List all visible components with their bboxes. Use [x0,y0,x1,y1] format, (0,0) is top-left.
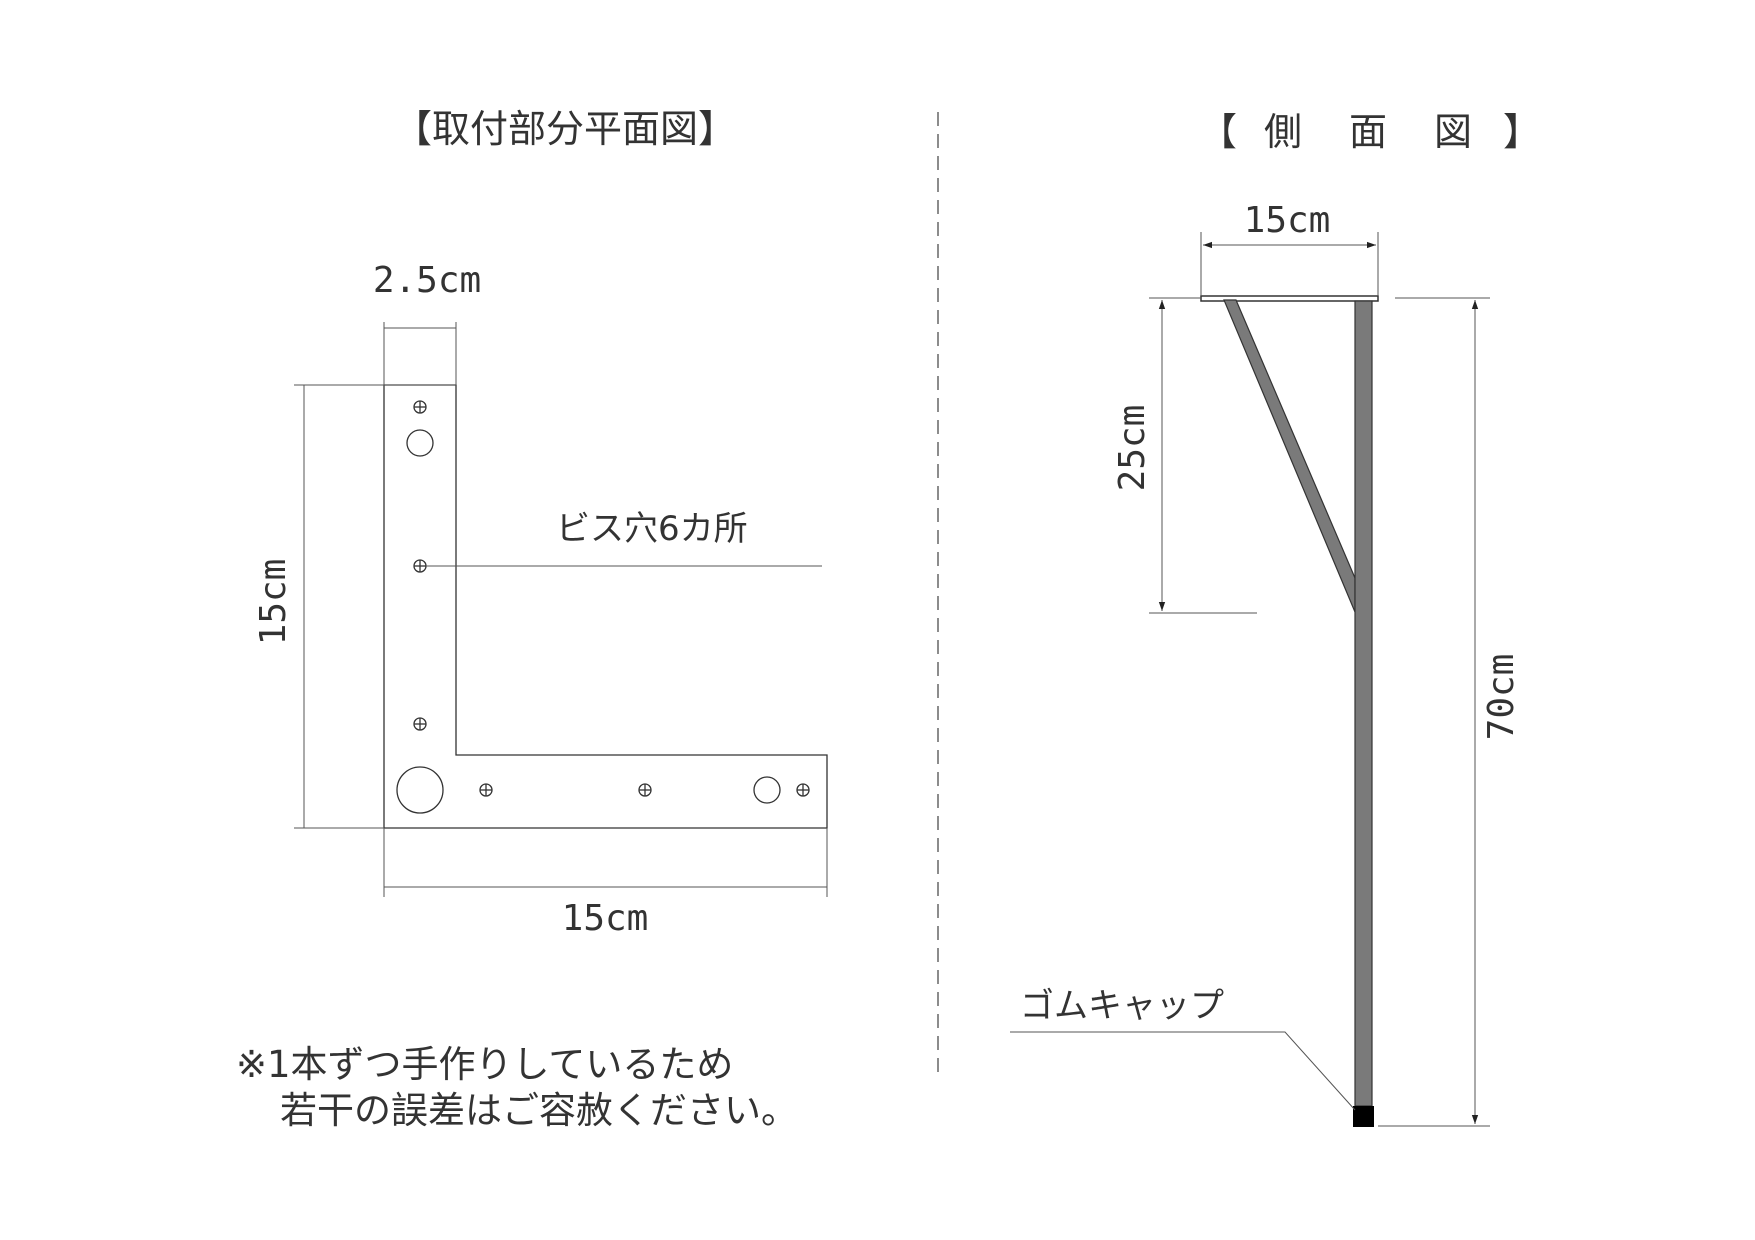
side-view-title-open: 【 [1199,110,1237,154]
height-dim-label: 15cm [253,559,294,646]
handmade-note: ※1本ずつ手作りしているため 若干の誤差はご容赦ください。 [236,1043,798,1132]
hole-large [406,429,434,457]
note-line-1: ※1本ずつ手作りしているため [236,1043,733,1086]
side-view-title-char: 面 [1349,110,1387,154]
screw-hole-icon [413,400,427,414]
screw-hole-icon [413,559,427,573]
brace-dim-label: 25cm [1112,405,1153,492]
side-view: 【 側 面 図 】 15cm 25cm 70cm ゴムキャップ [1010,110,1541,1127]
screw-hole-icon [796,783,810,797]
total-dim-label: 70cm [1481,654,1522,741]
screw-hole-icon [638,783,652,797]
diagonal-brace [1223,299,1356,613]
rubber-cap [1353,1106,1374,1127]
hole-large [753,776,781,804]
screw-label: ビス穴6カ所 [556,509,748,549]
top-dim-label: 15cm [1244,200,1331,241]
width-dim-label: 2.5cm [373,260,481,301]
hole-large [396,766,444,814]
side-view-title-char: 図 [1434,110,1472,154]
side-view-title-char: 側 [1264,110,1302,154]
length-dim-label: 15cm [562,898,649,939]
screw-hole-icon [413,717,427,731]
leg [1354,300,1373,1107]
screw-hole-icon [479,783,493,797]
side-view-title-close: 】 [1503,110,1541,154]
plan-view-title: 【取付部分平面図】 [394,107,736,151]
cap-leader-line [1010,1031,1356,1111]
cap-label: ゴムキャップ [1020,986,1224,1026]
bracket-outline [383,384,828,829]
plan-view: 【取付部分平面図】 2.5cm 15cm 15cm [253,107,828,939]
note-line-2: 若干の誤差はご容赦ください。 [280,1089,798,1132]
